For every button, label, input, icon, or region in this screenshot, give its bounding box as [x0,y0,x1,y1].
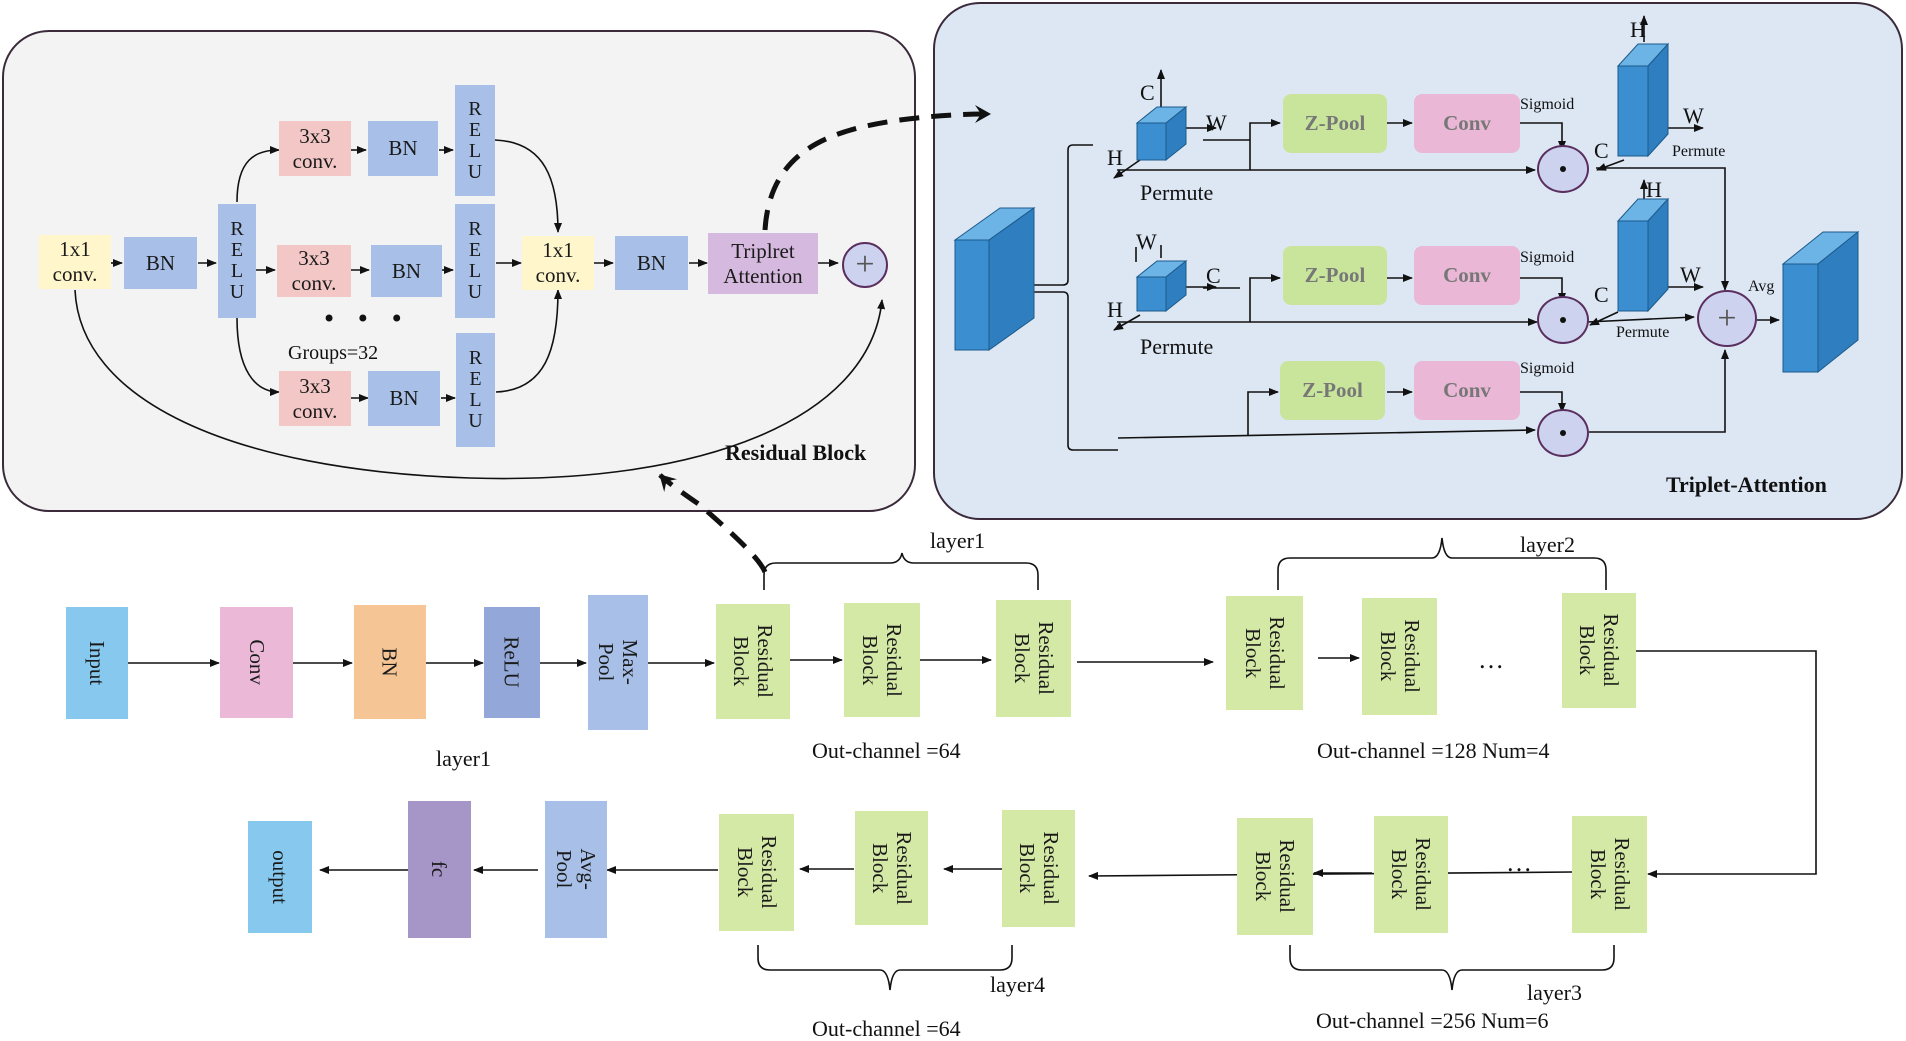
small-cube-2 [1135,259,1188,313]
axis-h-2: H [1107,297,1123,322]
rotated-cube-1 [1616,42,1670,158]
layer2-ellipsis: … [1478,645,1504,674]
zpool-3: Z-Pool [1280,361,1385,420]
fc-block: fc [408,801,471,938]
axis-c-rot-2: C [1594,282,1609,307]
sigmoid-1: Sigmoid [1520,96,1575,113]
axis-w-1: W [1206,110,1227,135]
branch2-relu: R E L U [455,204,495,318]
zpool-2: Z-Pool [1283,246,1387,305]
triplet-attention-box: Triplret Attention [708,233,818,294]
sigmoid-2: Sigmoid [1520,249,1575,266]
layer3-residual-3: Residual Block [1572,816,1647,933]
residual-panel-title: Residual Block [725,440,867,465]
layer4-residual-3: Residual Block [1002,810,1075,927]
branch3-bn: BN [368,371,440,426]
multiply-circle-3 [1537,409,1589,457]
layer2-residual-3: Residual Block [1562,593,1636,708]
axis-c-2: C [1206,263,1221,288]
multiply-circle-2 [1537,296,1589,344]
layer3-out-channel: Out-channel =256 Num=6 [1316,1008,1549,1033]
permute-1: Permute [1140,180,1214,205]
layer4-residual-2: Residual Block [855,811,928,925]
add-circle: + [842,242,888,288]
conv-2: Conv [1414,246,1520,305]
triplet-panel-title: Triplet-Attention [1666,472,1827,497]
layer1-label: layer1 [930,528,985,553]
branch3-conv: 3x3 conv. [279,371,351,426]
branch3-relu: R E L U [456,333,495,447]
layer3-ellipsis: … [1506,848,1532,877]
layer1-out-channel: Out-channel =64 [812,738,961,763]
multiply-circle-1 [1537,145,1589,193]
permute-small-1: Permute [1672,143,1726,160]
layer1-residual-3: Residual Block [996,600,1071,717]
axis-w-rot-2: W [1680,262,1701,287]
layer4-label: layer4 [990,972,1045,997]
rotated-cube-2 [1616,197,1670,313]
layer4-out-channel: Out-channel =64 [812,1016,961,1041]
small-cube-1 [1135,105,1188,162]
layer3-residual-1: Residual Block [1237,818,1313,935]
maxpool-block: Max-Pool [588,595,648,730]
branch1-relu: R E L U [455,85,495,196]
output-cube [1781,230,1860,374]
axis-c-rot-1: C [1594,138,1609,163]
output-block: output [248,821,312,933]
relu-in: R E L U [218,204,256,318]
plus-icon: + [855,246,875,283]
zpool-1: Z-Pool [1283,94,1387,153]
sum-circle: + [1697,290,1757,347]
avg-label: Avg [1748,278,1775,295]
axis-w-2: W [1136,229,1157,254]
layer2-residual-2: Residual Block [1362,598,1437,715]
groups-label: Groups=32 [288,342,379,364]
axis-w-rot-1: W [1683,103,1704,128]
branch-ellipsis: • • • [322,305,410,333]
conv-block: Conv [220,607,293,718]
axis-h-rot-1: H [1630,17,1646,42]
branch2-bn: BN [371,245,442,297]
layer2-out-channel: Out-channel =128 Num=4 [1317,738,1550,763]
plus-icon: + [1717,299,1737,337]
layer3-residual-2: Residual Block [1374,816,1448,933]
layer1-residual-1: Residual Block [716,604,790,719]
avgpool-block: Avg-Pool [545,801,607,938]
layer1-residual-2: Residual Block [844,603,920,717]
axis-c-1: C [1140,80,1155,105]
axis-h-1: H [1107,145,1123,170]
conv-1: Conv [1414,94,1520,153]
layer2-residual-1: Residual Block [1226,596,1303,710]
branch2-conv: 3x3 conv. [277,245,351,297]
permute-small-2: Permute [1616,324,1670,341]
stem-layer-label: layer1 [436,746,491,771]
input-block: Input [66,607,128,719]
sigmoid-3: Sigmoid [1520,360,1575,377]
bn-block: BN [354,605,426,719]
layer3-label: layer3 [1527,980,1582,1005]
input-cube [953,207,1036,351]
axis-h-rot-2: H [1646,177,1662,202]
permute-2: Permute [1140,334,1214,359]
conv1x1-out: 1x1 conv. [522,236,594,290]
conv1x1-in: 1x1 conv. [39,235,111,289]
branch1-conv: 3x3 conv. [279,121,351,176]
relu-block: ReLU [484,607,540,718]
bn-out: BN [615,236,688,290]
branch1-bn: BN [368,121,438,176]
bn-in: BN [124,237,197,289]
conv-3: Conv [1414,361,1520,420]
layer4-residual-1: Residual Block [719,814,794,931]
layer2-label: layer2 [1520,532,1575,557]
